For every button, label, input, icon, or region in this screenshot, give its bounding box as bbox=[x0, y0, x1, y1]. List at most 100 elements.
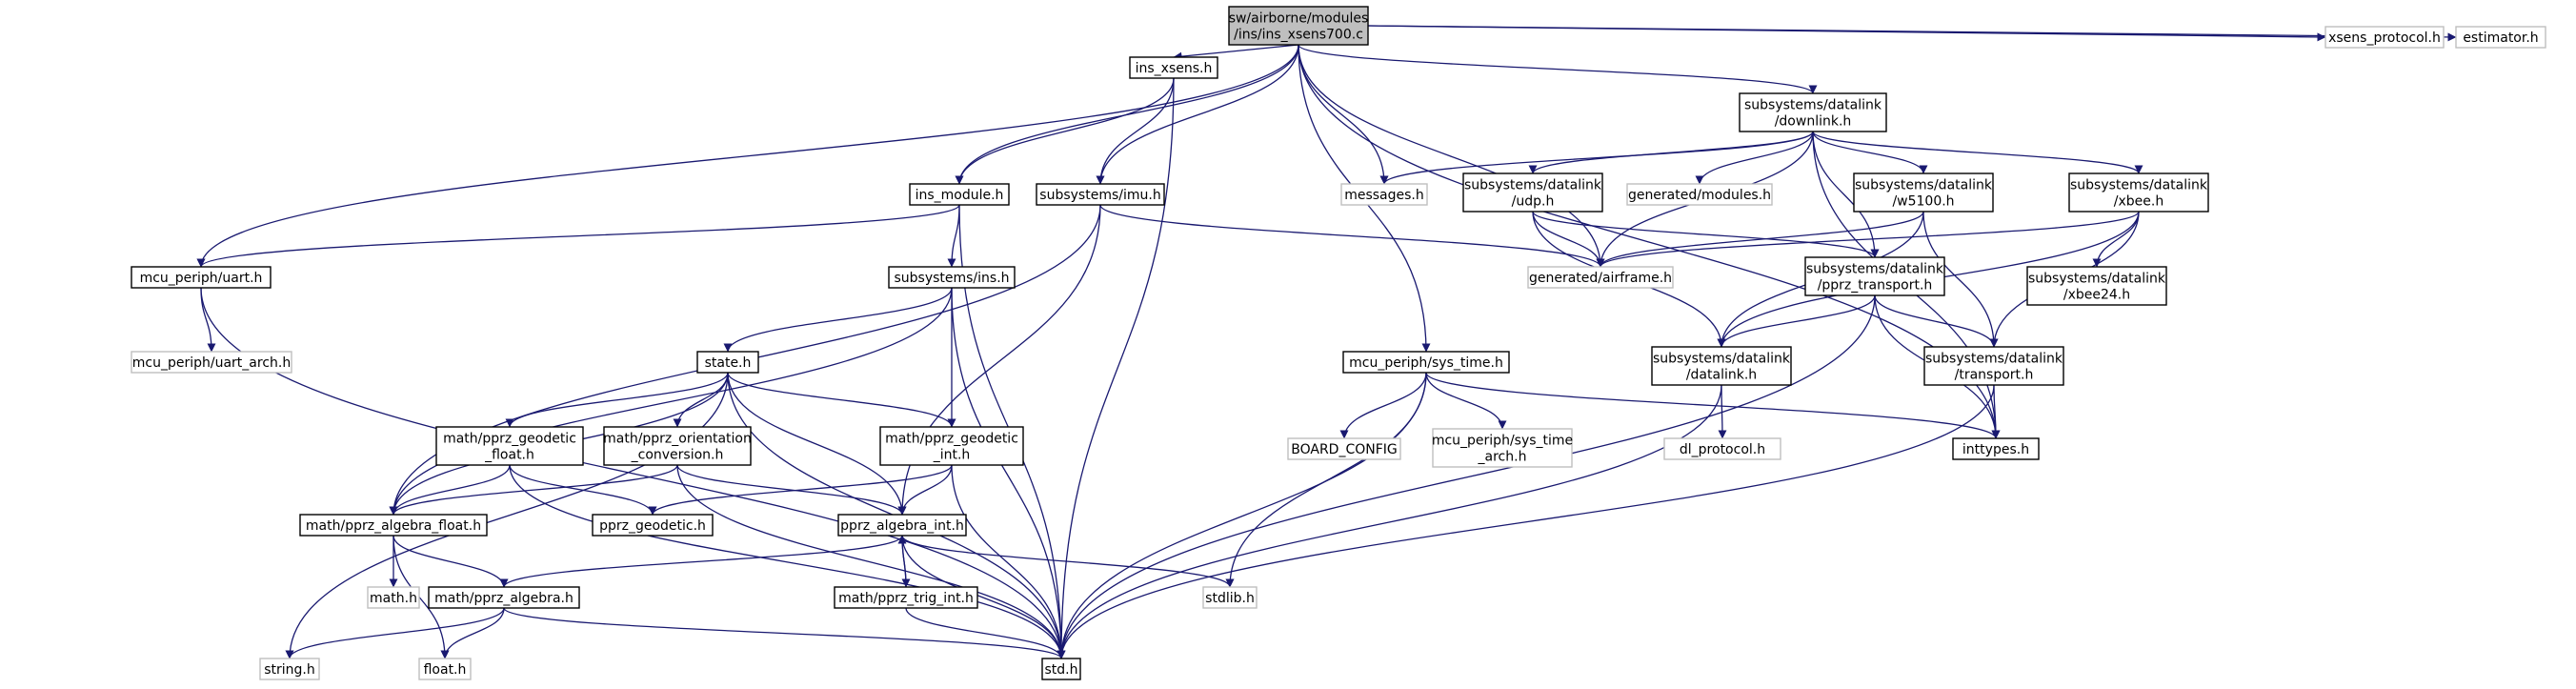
node-uart[interactable]: mcu_periph/uart.h bbox=[131, 266, 272, 289]
node-box-root bbox=[1228, 6, 1369, 46]
edge-trig_int-to-std bbox=[905, 607, 1066, 659]
node-label-udp-line1: subsystems/datalink bbox=[1464, 178, 1602, 193]
node-ins[interactable]: subsystems/ins.h bbox=[888, 266, 1016, 289]
node-box-xsens_protocol bbox=[2324, 26, 2445, 49]
node-label-geodetic_int-line1: math/pprz_geodetic bbox=[885, 432, 1018, 447]
edge-root-to-imu bbox=[1096, 44, 1299, 185]
node-dl_protocol: dl_protocol.h bbox=[1663, 437, 1781, 460]
node-label-w5100-line1: subsystems/datalink bbox=[1855, 178, 1993, 193]
node-label-xbee-line1: subsystems/datalink bbox=[2070, 178, 2208, 193]
edge-geodetic_float-to-geodetic bbox=[509, 464, 657, 516]
edge-algebra_float-to-algebra bbox=[392, 535, 509, 588]
node-imu[interactable]: subsystems/imu.h bbox=[1036, 183, 1165, 206]
node-label-sys_time_arch-line2: _arch.h bbox=[1478, 450, 1527, 465]
node-label-board_config: BOARD_CONFIG bbox=[1291, 442, 1398, 457]
edge-state-to-string bbox=[285, 372, 729, 659]
node-downlink[interactable]: subsystems/datalink/downlink.h bbox=[1739, 92, 1887, 132]
node-algebra[interactable]: math/pprz_algebra.h bbox=[428, 586, 580, 609]
node-box-imu bbox=[1036, 183, 1165, 206]
node-label-xbee24-line1: subsystems/datalink bbox=[2028, 272, 2166, 287]
node-datalink[interactable]: subsystems/datalink/datalink.h bbox=[1651, 346, 1792, 386]
edge-ins_xsens-to-imu bbox=[1096, 77, 1175, 185]
edge-udp-to-airframe bbox=[1532, 211, 1605, 268]
node-label-ins_module: ins_module.h bbox=[916, 188, 1004, 203]
edge-root-to-downlink bbox=[1298, 44, 1818, 94]
edge-state-to-geodetic_int bbox=[727, 372, 956, 428]
node-w5100[interactable]: subsystems/datalink/w5100.h bbox=[1853, 172, 1994, 213]
node-ins_xsens[interactable]: ins_xsens.h bbox=[1129, 56, 1218, 79]
edge-state-to-algebra_int bbox=[727, 372, 907, 516]
node-ins_module[interactable]: ins_module.h bbox=[909, 183, 1010, 206]
node-label-geodetic_int-line2: _int.h bbox=[933, 448, 971, 463]
node-state[interactable]: state.h bbox=[696, 351, 759, 374]
node-algebra_int[interactable]: pprz_algebra_int.h bbox=[837, 514, 967, 537]
node-label-dl_protocol: dl_protocol.h bbox=[1680, 442, 1765, 457]
node-xbee[interactable]: subsystems/datalink/xbee.h bbox=[2068, 172, 2209, 213]
edge-algebra-to-std bbox=[503, 607, 1066, 659]
node-box-ins_module bbox=[909, 183, 1010, 206]
node-geodetic_float[interactable]: math/pprz_geodetic_float.h bbox=[435, 426, 584, 466]
node-box-board_config bbox=[1287, 437, 1401, 460]
edge-root-to-ins_xsens bbox=[1173, 44, 1299, 61]
node-box-algebra_int bbox=[837, 514, 967, 537]
edge-pprz_transport-to-datalink bbox=[1717, 294, 1876, 348]
node-box-string bbox=[259, 658, 320, 680]
edge-sys_time-to-std bbox=[1057, 372, 1427, 659]
node-label-downlink-line2: /downlink.h bbox=[1775, 114, 1852, 130]
edge-downlink-to-xbee bbox=[1812, 131, 2143, 174]
node-geodetic[interactable]: pprz_geodetic.h bbox=[592, 514, 714, 537]
edge-root-to-ins_module bbox=[955, 44, 1299, 185]
node-label-datalink-line2: /datalink.h bbox=[1686, 368, 1757, 383]
node-box-udp bbox=[1462, 172, 1603, 213]
node-label-state: state.h bbox=[705, 355, 752, 371]
node-algebra_float[interactable]: math/pprz_algebra_float.h bbox=[299, 514, 488, 537]
node-sys_time[interactable]: mcu_periph/sys_time.h bbox=[1342, 351, 1510, 374]
edge-downlink-to-pprz_transport bbox=[1812, 131, 1880, 258]
node-box-xbee24 bbox=[2026, 266, 2167, 306]
edge-orientation-to-algebra_float bbox=[389, 464, 678, 516]
edge-downlink-to-gen_modules bbox=[1695, 131, 1814, 185]
edge-ins_module-to-ins bbox=[947, 204, 960, 268]
node-label-algebra_float: math/pprz_algebra_float.h bbox=[306, 518, 481, 534]
node-gen_modules: generated/modules.h bbox=[1626, 183, 1773, 206]
edge-sys_time-to-inttypes bbox=[1425, 372, 2001, 439]
node-box-algebra bbox=[428, 586, 580, 609]
node-xbee24[interactable]: subsystems/datalink/xbee24.h bbox=[2026, 266, 2167, 306]
node-label-string: string.h bbox=[264, 662, 315, 678]
node-label-root-line1: sw/airborne/modules bbox=[1229, 11, 1369, 27]
edge-state-to-geodetic_float bbox=[505, 372, 729, 428]
node-box-algebra_float bbox=[299, 514, 488, 537]
edge-orientation-to-algebra_int bbox=[676, 464, 907, 516]
edge-w5100-to-transport bbox=[1922, 211, 1999, 348]
node-box-airframe bbox=[1527, 266, 1674, 289]
node-trig_int[interactable]: math/pprz_trig_int.h bbox=[834, 586, 978, 609]
node-box-pprz_transport bbox=[1804, 256, 1945, 296]
node-label-estimator: estimator.h bbox=[2463, 30, 2538, 46]
node-transport[interactable]: subsystems/datalink/transport.h bbox=[1923, 346, 2064, 386]
node-root[interactable]: sw/airborne/modules/ins/ins_xsens700.c bbox=[1228, 6, 1369, 46]
edge-datalink-to-std bbox=[1057, 384, 1722, 659]
node-box-dl_protocol bbox=[1663, 437, 1781, 460]
node-inttypes[interactable]: inttypes.h bbox=[1952, 437, 2040, 460]
edge-ins-to-algebra_float bbox=[389, 287, 953, 516]
node-box-std bbox=[1041, 658, 1081, 680]
node-label-gen_modules: generated/modules.h bbox=[1628, 188, 1771, 203]
node-box-ins_xsens bbox=[1129, 56, 1218, 79]
node-geodetic_int[interactable]: math/pprz_geodetic_int.h bbox=[879, 426, 1024, 466]
node-label-datalink-line1: subsystems/datalink bbox=[1653, 352, 1791, 367]
node-label-udp-line2: /udp.h bbox=[1512, 194, 1555, 210]
node-uart_arch: mcu_periph/uart_arch.h bbox=[131, 351, 292, 374]
node-label-ins_xsens: ins_xsens.h bbox=[1136, 61, 1213, 76]
edge-algebra-to-string bbox=[285, 607, 505, 659]
node-label-xbee24-line2: /xbee24.h bbox=[2063, 288, 2130, 303]
node-label-pprz_transport-line2: /pprz_transport.h bbox=[1818, 278, 1933, 294]
node-pprz_transport[interactable]: subsystems/datalink/pprz_transport.h bbox=[1804, 256, 1945, 296]
node-box-messages bbox=[1340, 183, 1428, 206]
node-label-ins: subsystems/ins.h bbox=[894, 271, 1009, 286]
node-udp[interactable]: subsystems/datalink/udp.h bbox=[1462, 172, 1603, 213]
node-std[interactable]: std.h bbox=[1041, 658, 1081, 680]
node-label-math: math.h bbox=[370, 591, 417, 606]
node-orientation[interactable]: math/pprz_orientation_conversion.h bbox=[603, 426, 752, 466]
node-label-algebra: math/pprz_algebra.h bbox=[434, 591, 574, 606]
node-box-gen_modules bbox=[1626, 183, 1773, 206]
